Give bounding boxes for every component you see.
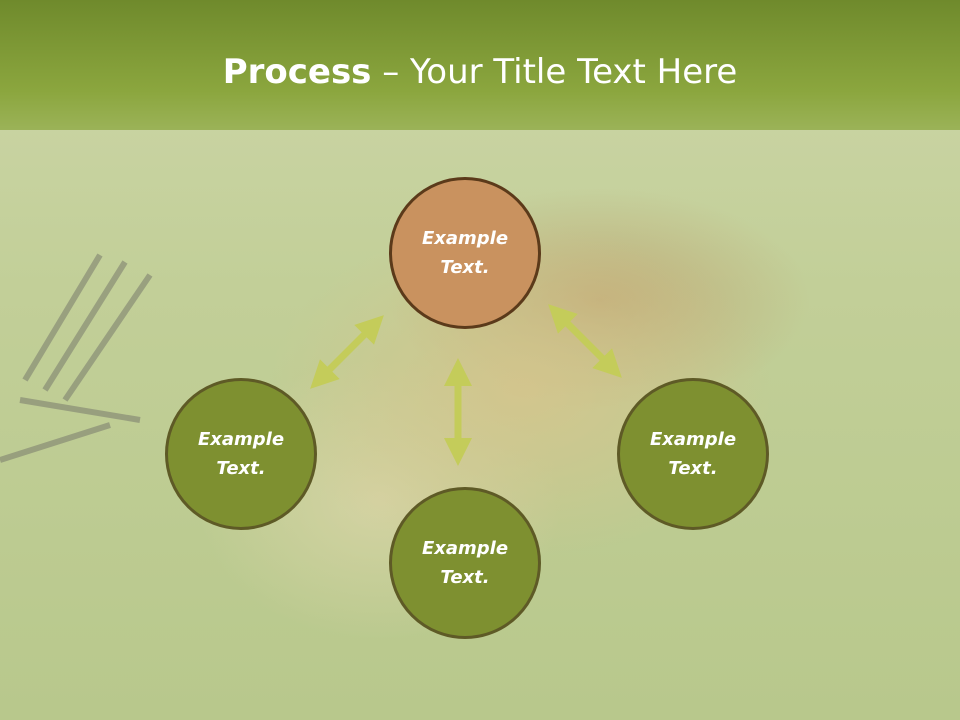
title-rest-part: – Your Title Text Here (371, 52, 738, 92)
title-bold-part: Process (222, 52, 372, 92)
fork-illustration (0, 253, 153, 463)
slide-title: Process – Your Title Text Here (0, 52, 960, 92)
title-bar (0, 0, 960, 130)
